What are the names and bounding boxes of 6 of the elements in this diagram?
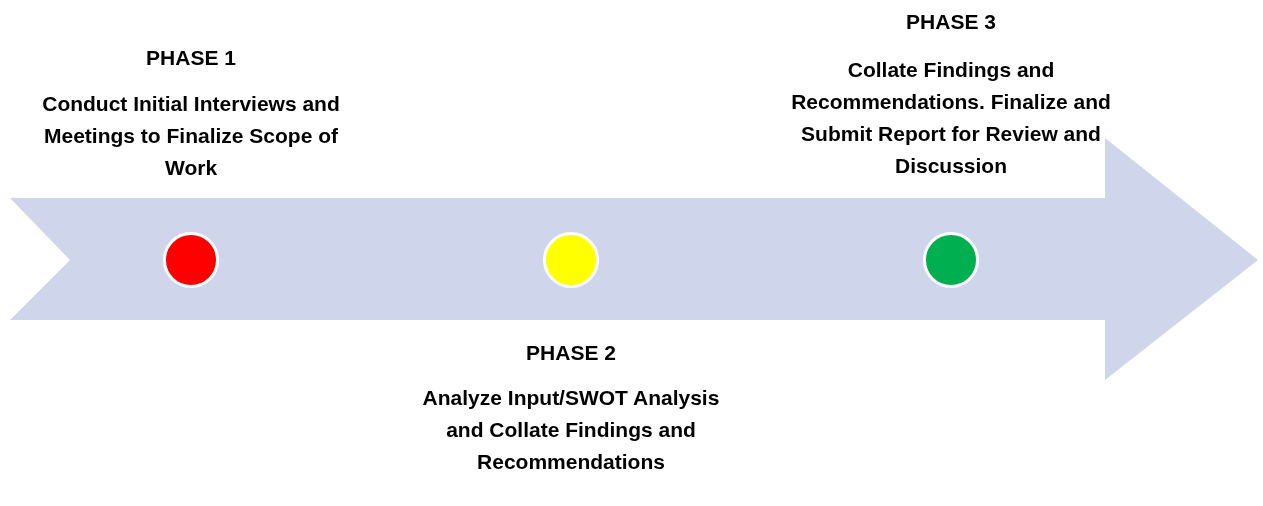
phase-heading: PHASE 1	[145, 45, 237, 71]
phase-heading: PHASE 2	[525, 340, 617, 366]
phase-heading: PHASE 3	[905, 9, 997, 35]
phase-description: Collate Findings and Recommendations. Finalize and Submit Report for Review and Discussion	[790, 57, 1112, 179]
phase-description: Conduct Initial Interviews and Meetings to Finalize Scope of Work	[41, 91, 341, 181]
phase-description: Analyze Input/SWOT Analysis and Collate Findings and Recommendations	[421, 385, 721, 475]
